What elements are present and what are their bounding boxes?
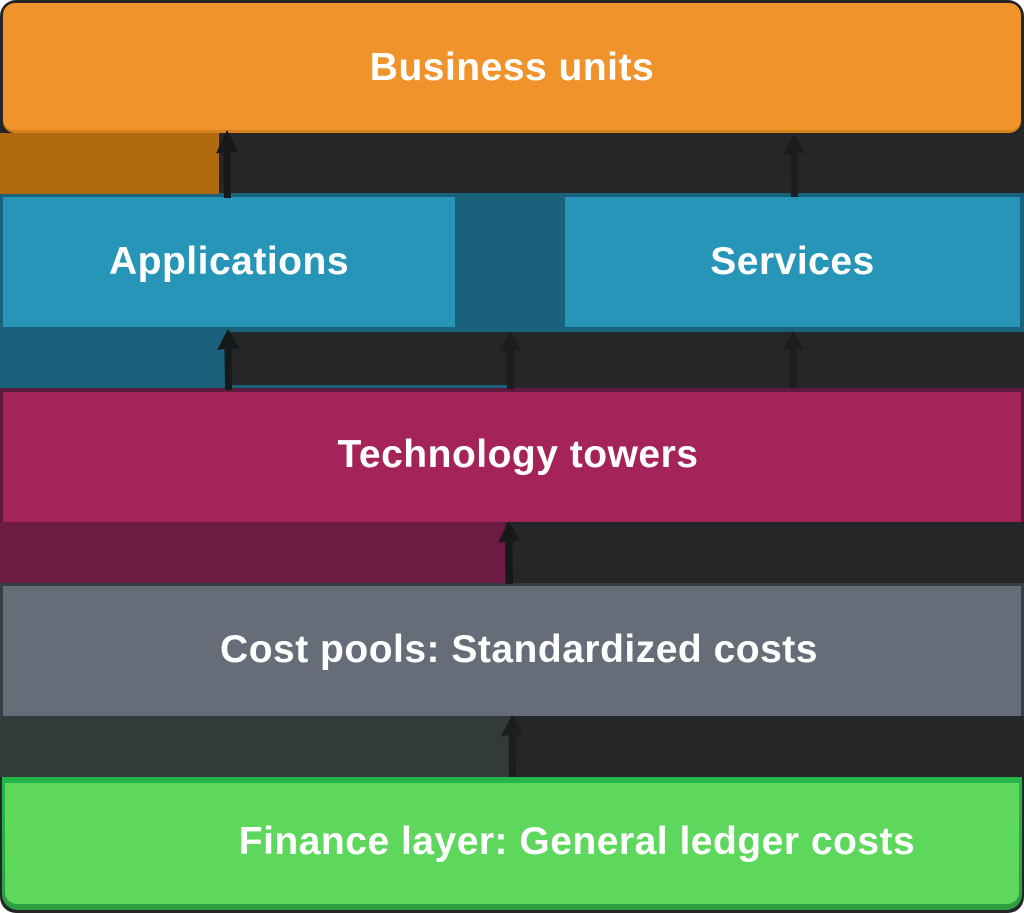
layer-technology-towers-fill <box>3 392 1021 522</box>
business-units-shadow-block <box>0 133 219 194</box>
gap-shadow <box>227 332 1024 385</box>
layer-label-technology-towers: Technology towers <box>337 433 699 476</box>
layer-label-services: Services <box>710 240 875 283</box>
layer-finance <box>2 777 1022 910</box>
up-arrow-icon <box>781 331 807 388</box>
layer-technology-towers <box>0 388 1024 522</box>
layer-cost-pools-fill <box>3 586 1021 716</box>
up-arrow-icon <box>215 130 241 198</box>
layer-label-finance: Finance layer: General ledger costs <box>238 820 916 863</box>
layer-business-units <box>3 3 1021 133</box>
up-arrow-icon <box>782 133 808 197</box>
up-arrow-icon <box>500 715 526 777</box>
layer-services <box>565 197 1020 327</box>
technology-towers-shadow-block <box>0 522 505 583</box>
layer-applications <box>3 197 455 327</box>
layer-cost-pools <box>0 583 1024 716</box>
up-arrow-icon <box>498 332 524 389</box>
layer-label-business-units: Business units <box>369 46 655 89</box>
up-arrow-icon <box>497 521 523 584</box>
layer-label-cost-pools: Cost pools: Standardized costs <box>220 627 818 671</box>
up-arrow-icon <box>216 329 242 390</box>
layer-label-applications: Applications <box>108 240 350 283</box>
cost-pools-shadow-block <box>0 716 512 777</box>
layer-finance-fill <box>5 783 1019 904</box>
